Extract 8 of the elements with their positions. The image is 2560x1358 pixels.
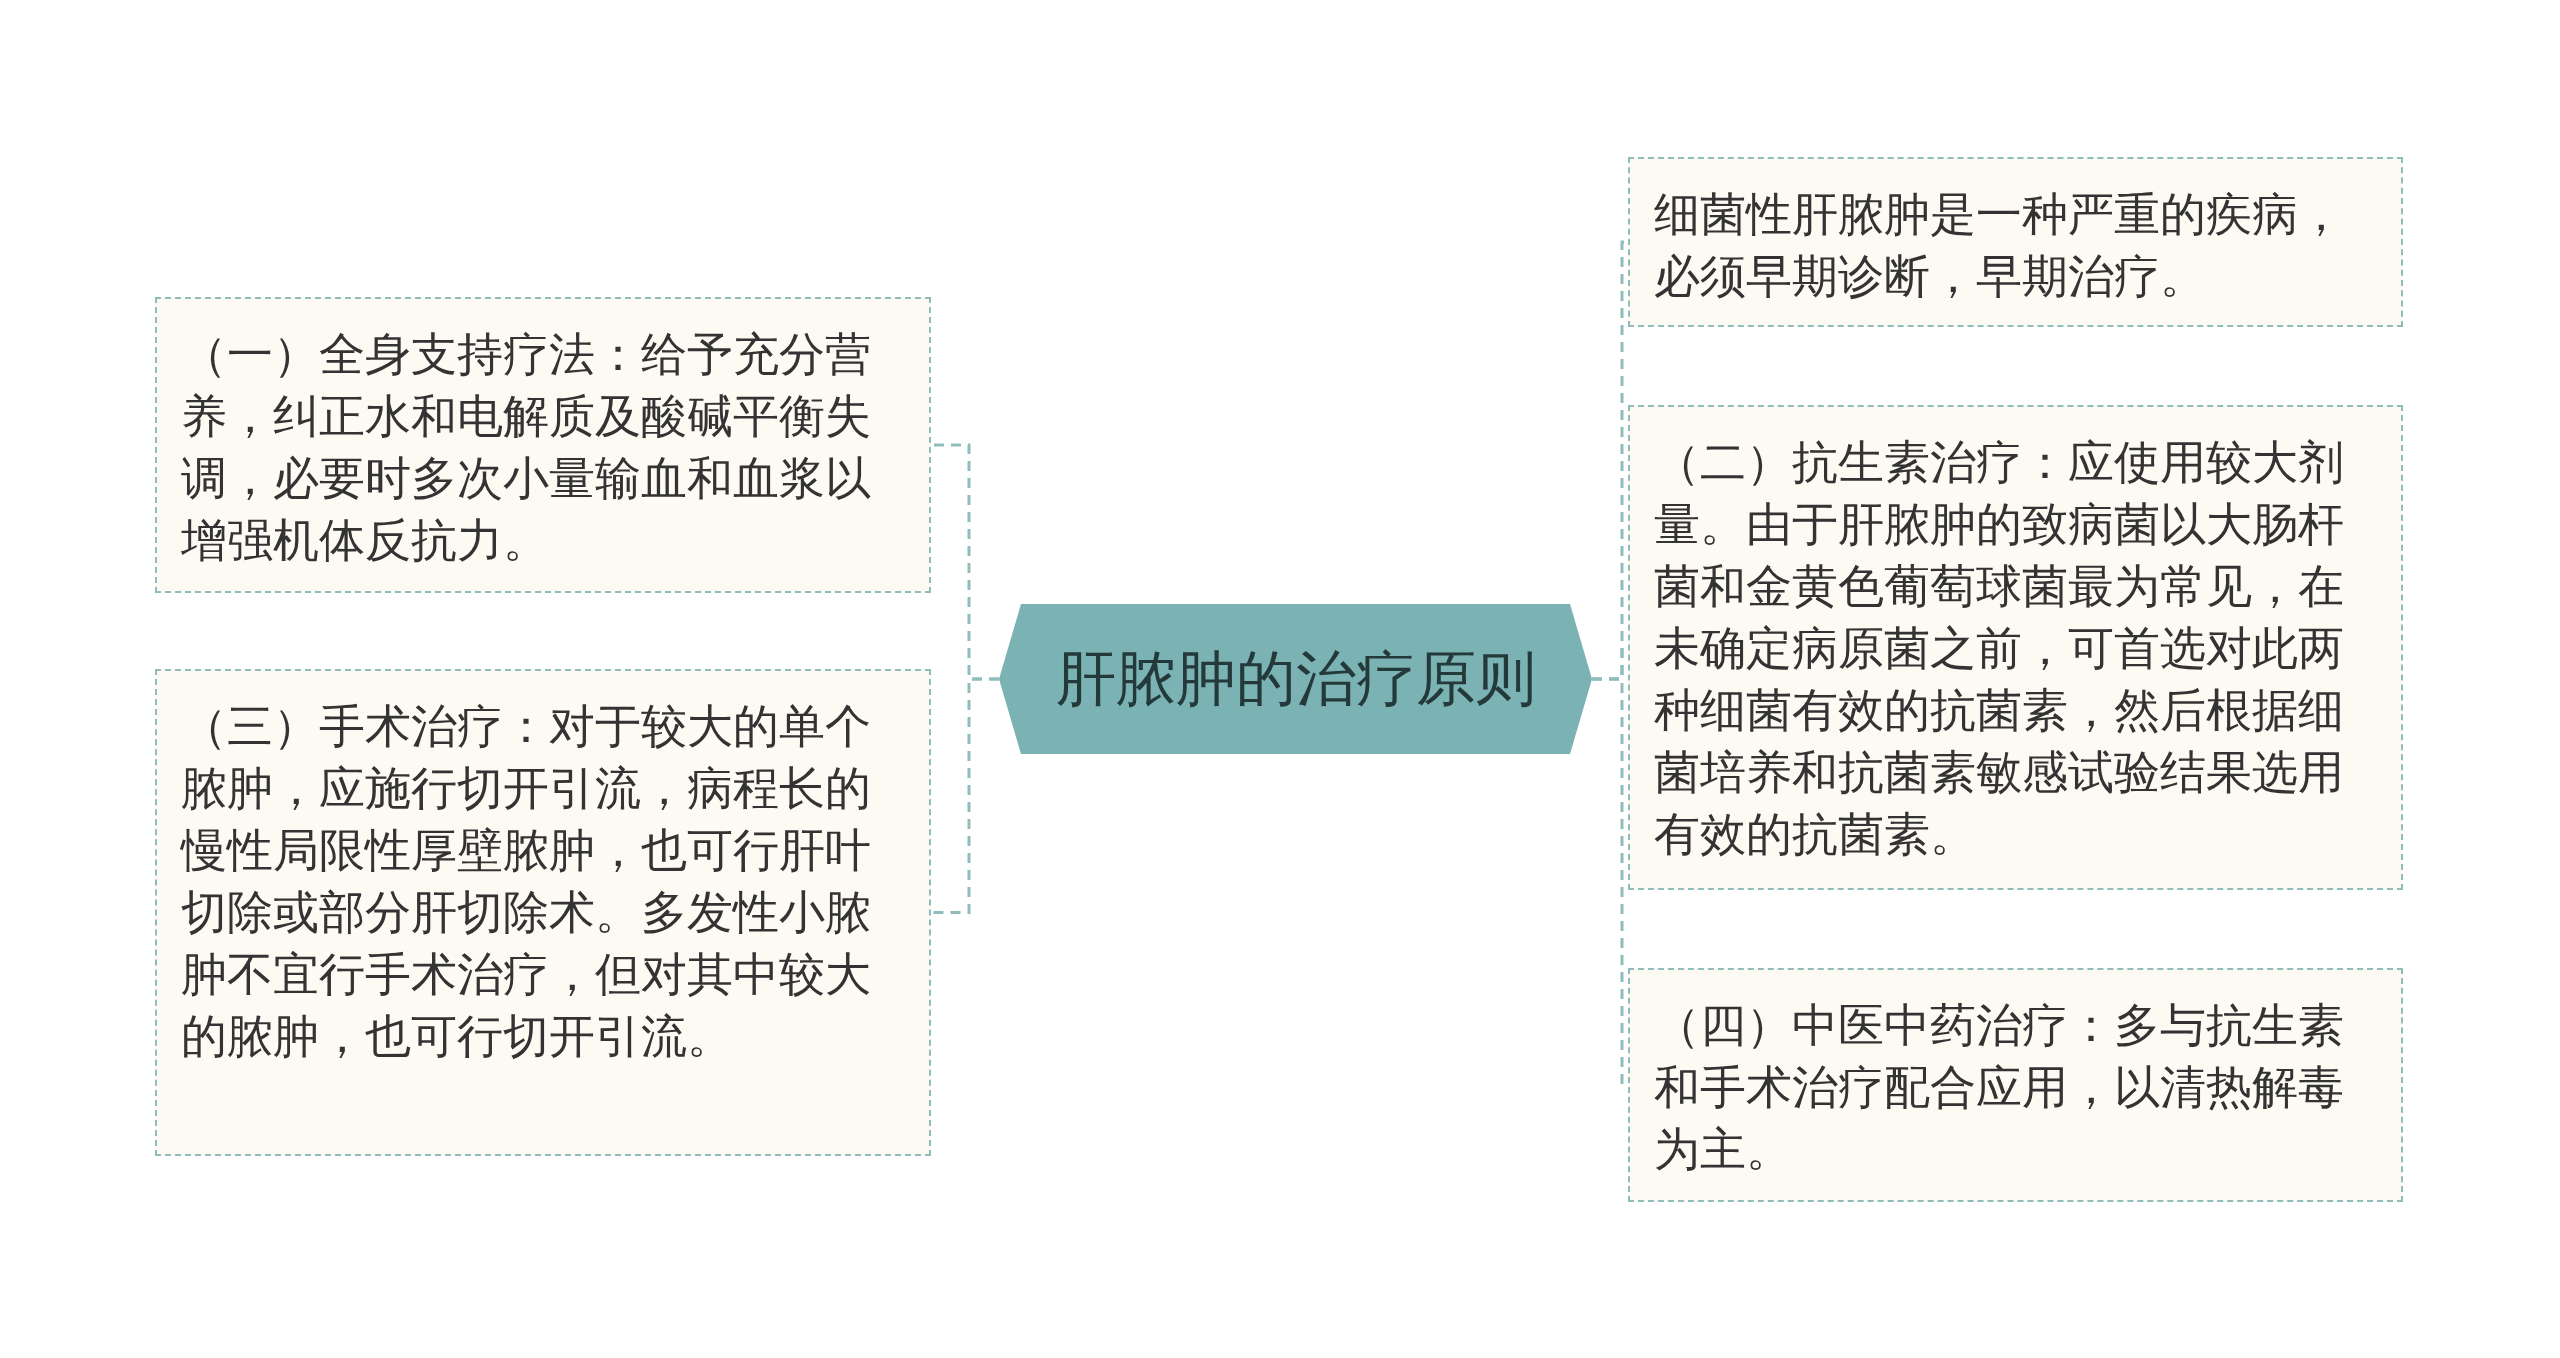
text-box: （四）中医中药治疗：多与抗生素和手术治疗配合应用，以清热解毒为主。	[1628, 968, 2403, 1202]
text-box: 细菌性肝脓肿是一种严重的疾病，必须早期诊断，早期治疗。	[1628, 157, 2403, 327]
title-text: 肝脓肿的治疗原则	[1055, 641, 1536, 715]
connector-line	[931, 677, 999, 914]
hexagon-node	[999, 604, 1592, 754]
text-box: （二）抗生素治疗：应使用较大剂量。由于肝脓肿的致病菌以大肠杆菌和金黄色葡萄球菌最为常见，在未确定病原菌之前，可首选对此两种细菌有效的抗菌素，然后根据细菌培养和抗菌素敏感试验结果选用有效的抗菌素。	[1628, 405, 2403, 890]
text-box: （三）手术治疗：对于较大的单个脓肿，应施行切开引流，病程长的慢性局限性厚壁脓肿，也可行肝叶切除或部分肝切除术。多发性小脓肿不宜行手术治疗，但对其中较大的脓肿，也可行切开引流。	[155, 669, 931, 1156]
text-box: （一）全身支持疗法：给予充分营养，纠正水和电解质及酸碱平衡失调，必要时多次小量输血和血浆以增强机体反抗力。	[155, 297, 931, 593]
